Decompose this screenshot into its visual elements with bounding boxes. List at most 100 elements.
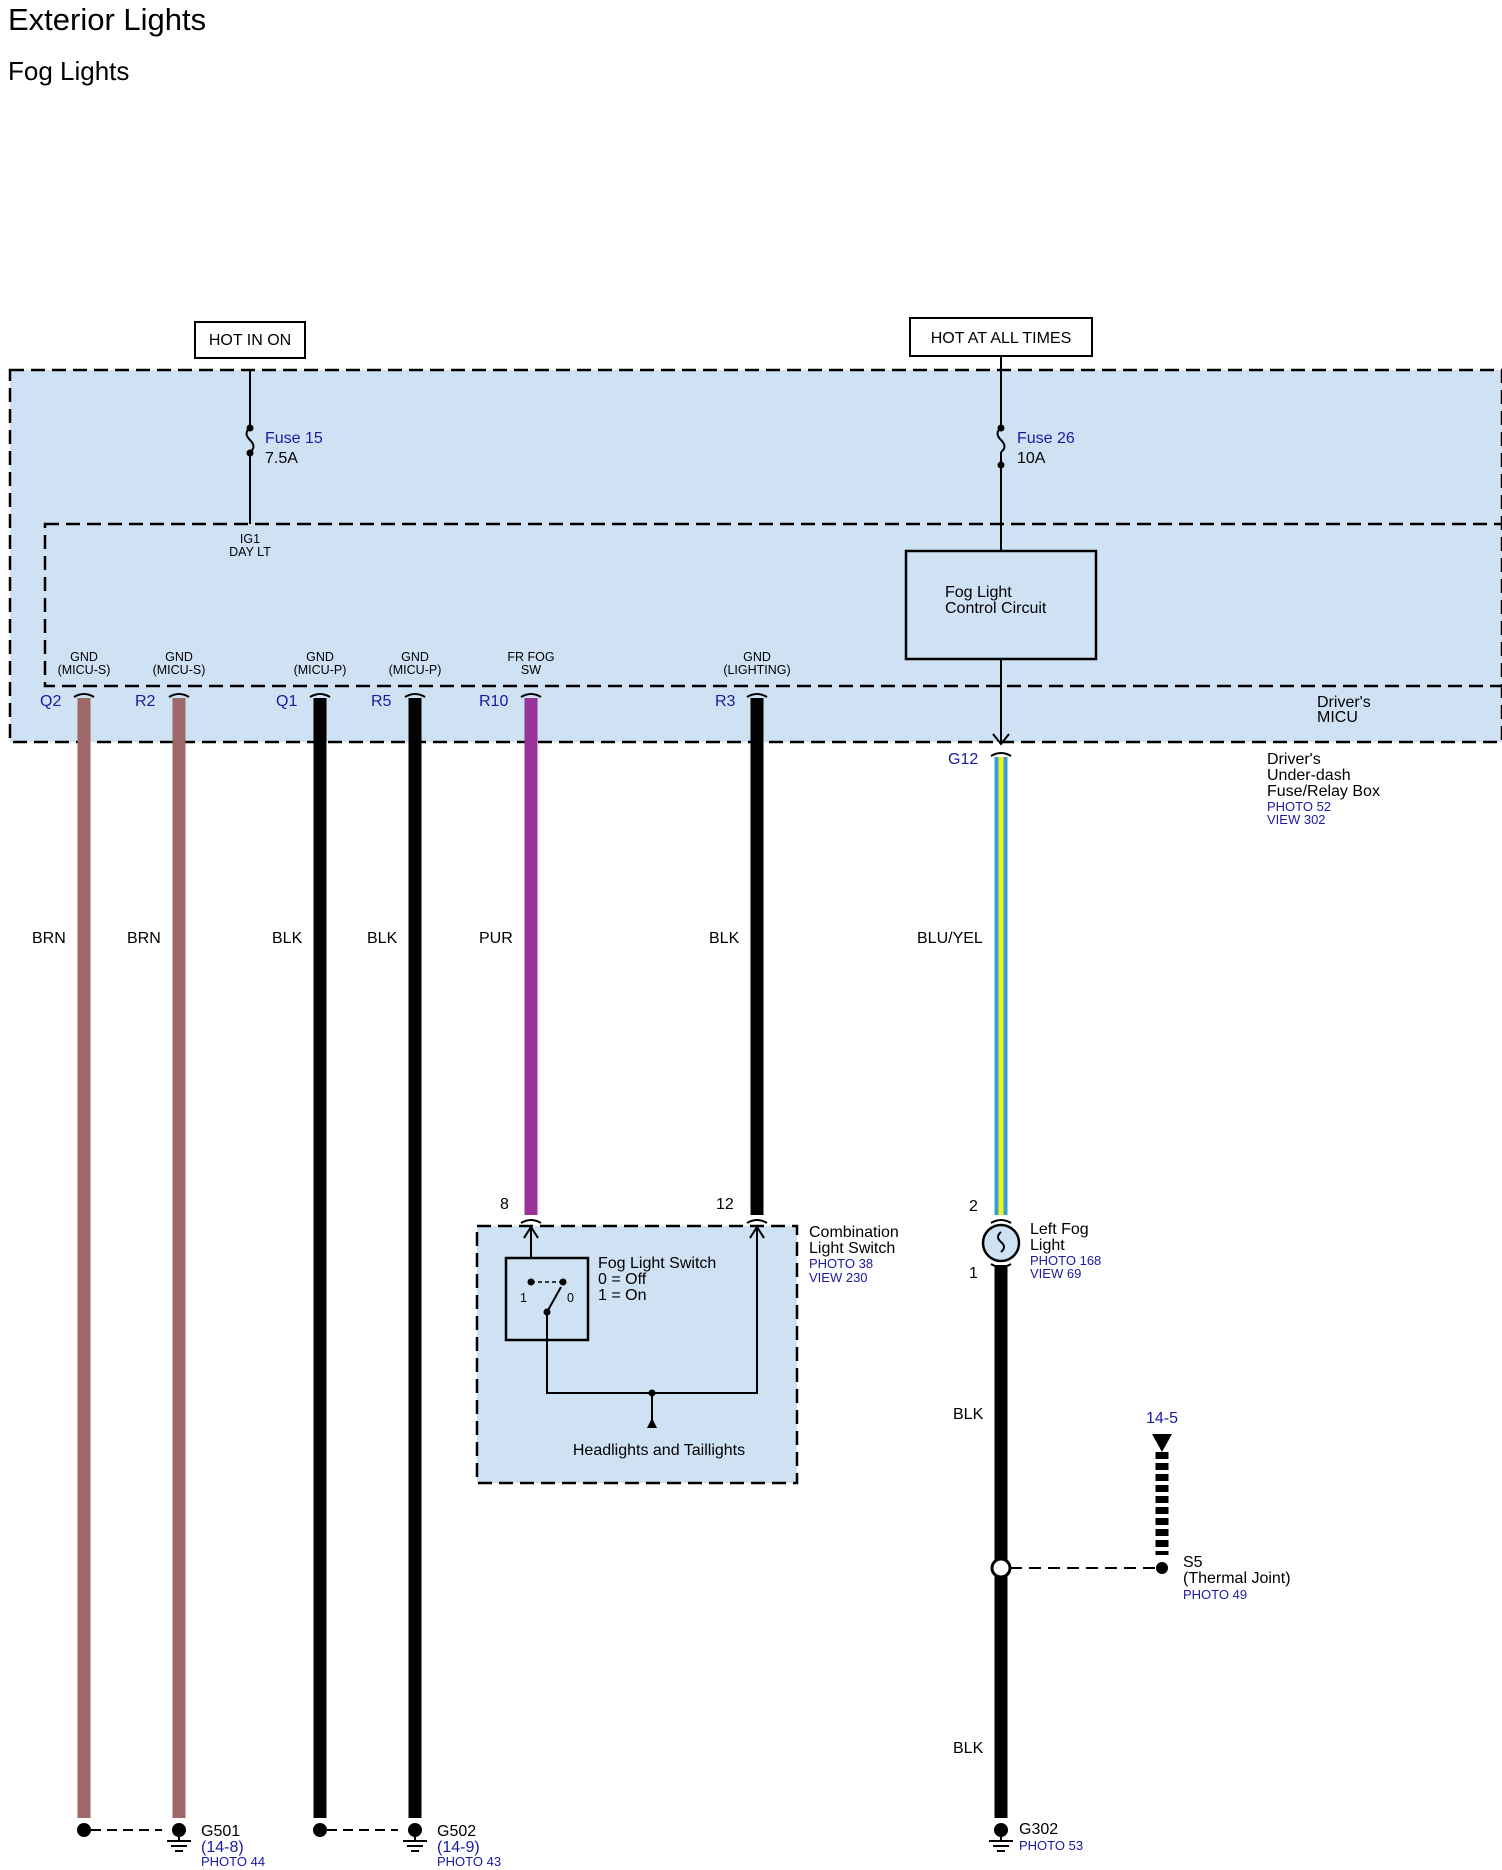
- switch-pos-0: 0: [567, 1291, 574, 1305]
- wire-label-r5: BLK: [367, 930, 398, 947]
- relay-box-pin: G12: [948, 751, 978, 768]
- relay-box-name-2: Under-dash: [1267, 767, 1351, 784]
- cap-fog-pin-1: [990, 1263, 1012, 1268]
- hot-in-on-box: [194, 321, 306, 359]
- micu-name-1: Driver's: [1317, 694, 1371, 711]
- g501-ref: (14-8): [201, 1839, 244, 1856]
- fog-pin-1: 1: [969, 1265, 978, 1282]
- terminal-r5: GND (MICU-P) R5: [371, 650, 441, 710]
- terminal-r3: GND (LIGHTING) R3: [715, 650, 791, 710]
- s5-ref-label: 14-5: [1146, 1410, 1178, 1427]
- relay-box-view: VIEW 302: [1267, 812, 1326, 827]
- hot-in-on-label: HOT IN ON: [209, 332, 291, 349]
- combo-photo: PHOTO 38: [809, 1256, 873, 1271]
- fuse26-name: Fuse 26: [1017, 430, 1075, 447]
- cap-g12: [990, 752, 1012, 757]
- relay-box-name-1: Driver's: [1267, 751, 1321, 768]
- combo-view: VIEW 230: [809, 1270, 868, 1285]
- fog-switch-label-2: 0 = Off: [598, 1271, 647, 1288]
- terminal-q2-func-2: (MICU-S): [58, 663, 111, 677]
- cap-q1: [309, 693, 331, 698]
- fog-switch-label-1: Fog Light Switch: [598, 1255, 716, 1272]
- terminal-q2-func-1: GND: [70, 650, 98, 664]
- cap-pin-8: [520, 1219, 542, 1224]
- terminal-q1-func-2: (MICU-P): [294, 663, 347, 677]
- g302-name: G302: [1019, 1821, 1058, 1838]
- terminal-q2: GND (MICU-S) Q2: [40, 650, 110, 710]
- terminal-r2-func-2: (MICU-S): [153, 663, 206, 677]
- page-title: Exterior Lights: [8, 2, 207, 37]
- combo-junction: [648, 1389, 656, 1397]
- fog-light-view: VIEW 69: [1030, 1266, 1081, 1281]
- combo-headlights-arrow: [647, 1418, 657, 1428]
- combo-arrow-8: [523, 1225, 539, 1239]
- wire-label-q1: BLK: [272, 930, 303, 947]
- wire-label-r3: BLK: [709, 930, 740, 947]
- fuse15-name: Fuse 15: [265, 430, 323, 447]
- fog-light-name-1: Left Fog: [1030, 1221, 1089, 1238]
- cap-fog-pin-2: [990, 1219, 1012, 1224]
- fuse15-symbol: [245, 427, 255, 453]
- s5-splice-point: [990, 1557, 1012, 1579]
- micu-area: [43, 522, 1502, 688]
- cap-r5: [404, 693, 426, 698]
- terminal-r10-func-2: SW: [521, 663, 541, 677]
- g502-ref: (14-9): [437, 1839, 480, 1856]
- page-subtitle: Fog Lights: [8, 56, 130, 86]
- ig1-label: IG1: [240, 532, 260, 546]
- combo-headlights-label: Headlights and Taillights: [573, 1442, 745, 1459]
- terminal-r3-func-2: (LIGHTING): [723, 663, 790, 677]
- terminal-q2-pin: Q2: [40, 693, 61, 710]
- terminal-r10-func-1: FR FOG: [507, 650, 554, 664]
- terminal-q1: GND (MICU-P) Q1: [276, 650, 346, 710]
- ground-wire-label-lower: BLK: [953, 1740, 984, 1757]
- g302-photo: PHOTO 53: [1019, 1838, 1083, 1853]
- terminal-r10: FR FOG SW R10: [479, 650, 555, 710]
- terminal-r3-pin: R3: [715, 693, 736, 710]
- fog-ctrl-label-2: Control Circuit: [945, 600, 1047, 617]
- combo-name-1: Combination: [809, 1224, 899, 1241]
- s5-terminal: [1156, 1562, 1168, 1574]
- fuse15-rating: 7.5A: [265, 450, 298, 467]
- s5-photo: PHOTO 49: [1183, 1587, 1247, 1602]
- combo-name-2: Light Switch: [809, 1240, 895, 1257]
- wire-label-q2: BRN: [32, 930, 66, 947]
- ground-g302: [989, 1823, 1013, 1852]
- fog-switch-label-3: 1 = On: [598, 1287, 646, 1304]
- day-lt-label: DAY LT: [229, 545, 271, 559]
- switch-lever: [546, 1286, 562, 1313]
- terminal-q1-pin: Q1: [276, 693, 297, 710]
- g12-arrow: [992, 733, 1010, 746]
- ground-g501: [77, 1823, 191, 1852]
- wire-label-g12: BLU/YEL: [917, 930, 983, 947]
- relay-box-photo: PHOTO 52: [1267, 799, 1331, 814]
- ground-g502: [313, 1823, 427, 1852]
- cap-q2: [73, 693, 95, 698]
- fog-light-photo: PHOTO 168: [1030, 1253, 1101, 1268]
- terminal-r5-func-1: GND: [401, 650, 429, 664]
- fuse26-symbol: [996, 427, 1006, 453]
- g501-photo: PHOTO 44: [201, 1854, 265, 1869]
- combo-pin-8: 8: [500, 1196, 509, 1213]
- micu-name-2: MICU: [1317, 709, 1358, 726]
- fog-pin-2: 2: [969, 1198, 978, 1215]
- combo-arrow-12: [749, 1225, 765, 1239]
- combo-pin-12: 12: [716, 1196, 734, 1213]
- cap-r10: [520, 693, 542, 698]
- cap-pin-12: [746, 1219, 768, 1224]
- fog-ctrl-label-1: Fog Light: [945, 584, 1012, 601]
- s5-name: S5: [1183, 1554, 1203, 1571]
- relay-box-name-3: Fuse/Relay Box: [1267, 783, 1380, 800]
- g502-photo: PHOTO 43: [437, 1854, 501, 1869]
- terminal-r10-pin: R10: [479, 693, 508, 710]
- terminal-r5-func-2: (MICU-P): [389, 663, 442, 677]
- terminal-r3-func-1: GND: [743, 650, 771, 664]
- wire-label-r2: BRN: [127, 930, 161, 947]
- terminal-r2-func-1: GND: [165, 650, 193, 664]
- fuse26-rating: 10A: [1017, 450, 1046, 467]
- ground-wire-label-upper: BLK: [953, 1406, 984, 1423]
- terminal-r2-pin: R2: [135, 693, 156, 710]
- terminal-r2: GND (MICU-S) R2: [135, 650, 205, 710]
- g502-name: G502: [437, 1823, 476, 1840]
